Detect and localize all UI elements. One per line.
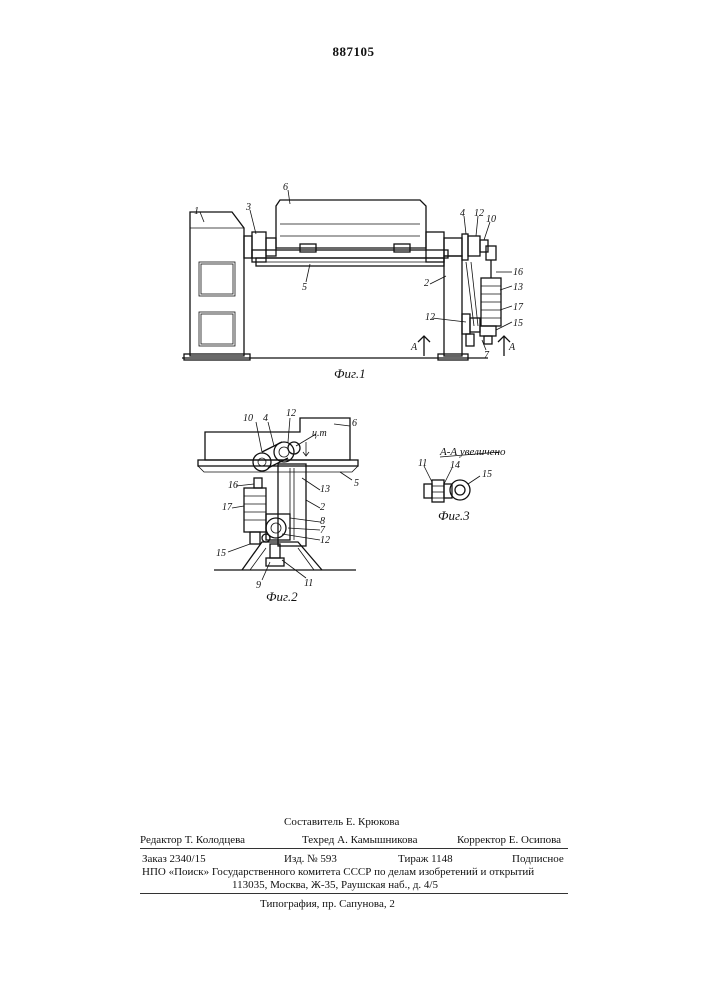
fig1-label: 12 (474, 208, 484, 219)
fig2-label: 12 (320, 535, 330, 546)
stand (444, 256, 462, 356)
fig1-label: 15 (513, 318, 523, 329)
spring-unit (244, 488, 266, 532)
fig2-label: 12 (286, 408, 296, 419)
imprint-organization: НПО «Поиск» Государственного комитета СС… (142, 865, 566, 879)
imprint-subscription: Подписное (512, 852, 564, 866)
fig2-label: 9 (256, 580, 261, 591)
spring-top-bracket (254, 478, 262, 488)
imprint-techred: Техред А. Камышникова (302, 833, 417, 847)
fig1-label: 16 (513, 267, 523, 278)
fig2-label: 17 (222, 502, 233, 513)
fig1-label: 6 (283, 182, 288, 193)
fig2-label: 15 (216, 548, 226, 559)
eye-ring (450, 480, 470, 500)
drive-housing (190, 212, 244, 356)
fig1-label: 12 (425, 312, 435, 323)
fig1-label: 5 (302, 282, 307, 293)
imprint-printer: Типография, пр. Сапунова, 2 (260, 897, 395, 911)
imprint-print-run: Тираж 1148 (398, 852, 453, 866)
fig1-label: 2 (424, 278, 429, 289)
section-label: А (508, 342, 516, 353)
imprint-editor: Редактор Т. Колодцева (140, 833, 245, 847)
fig3-caption: Фиг.3 (438, 508, 470, 523)
upper-gear (274, 442, 294, 462)
fig2-label: 10 (243, 413, 253, 424)
fig2-label: 13 (320, 484, 330, 495)
imprint-rule (140, 893, 568, 894)
workpiece (205, 418, 350, 460)
drawing-sheet: 1 3 6 4 12 10 2 5 16 13 17 12 15 7 А А Ф… (0, 0, 707, 640)
fig3-label: 11 (418, 458, 427, 469)
nut-part (424, 484, 432, 498)
fig2-caption: Фиг.2 (266, 589, 298, 604)
fig1-label: 3 (245, 202, 251, 213)
fig2-label: 16 (228, 480, 238, 491)
imprint-order: Заказ 2340/15 (142, 852, 206, 866)
imprint-compiler: Составитель Е. Крюкова (284, 815, 399, 829)
fig3-label: 15 (482, 469, 492, 480)
imprint-edition: Изд. № 593 (284, 852, 337, 866)
fig2-label: 5 (354, 478, 359, 489)
frame-beam (252, 250, 448, 258)
housing-window-bottom (199, 312, 235, 346)
fig1-label: 4 (460, 208, 465, 219)
fig2-label: 11 (304, 578, 313, 589)
fig1-label: 10 (486, 214, 496, 225)
fig3-label: 14 (450, 460, 460, 471)
lower-gear (470, 318, 480, 332)
fig1-label: 17 (513, 302, 524, 313)
figure-1: 1 3 6 4 12 10 2 5 16 13 17 12 15 7 А А Ф… (182, 182, 524, 381)
imprint-corrector: Корректор Е. Осипова (457, 833, 561, 847)
figure-3: А-А увеличено 11 14 15 Фиг.3 (418, 446, 506, 523)
fig2-label: 4 (263, 413, 268, 424)
fig1-label: 1 (194, 206, 199, 217)
figure-2: 10 4 12 6 ц.т 16 17 13 2 8 7 12 5 15 9 1… (198, 408, 359, 604)
fig1-caption: Фиг.1 (334, 366, 366, 381)
imprint-rule (140, 848, 568, 849)
housing-window-top (199, 262, 235, 296)
fig1-label: 13 (513, 282, 523, 293)
fig2-label: 2 (320, 502, 325, 513)
fig2-label: ц.т (312, 428, 327, 439)
fig2-label: 6 (352, 418, 357, 429)
fig1-label: 7 (484, 350, 490, 361)
imprint-address: 113035, Москва, Ж-35, Раушская наб., д. … (232, 878, 438, 892)
section-label: А (410, 342, 418, 353)
